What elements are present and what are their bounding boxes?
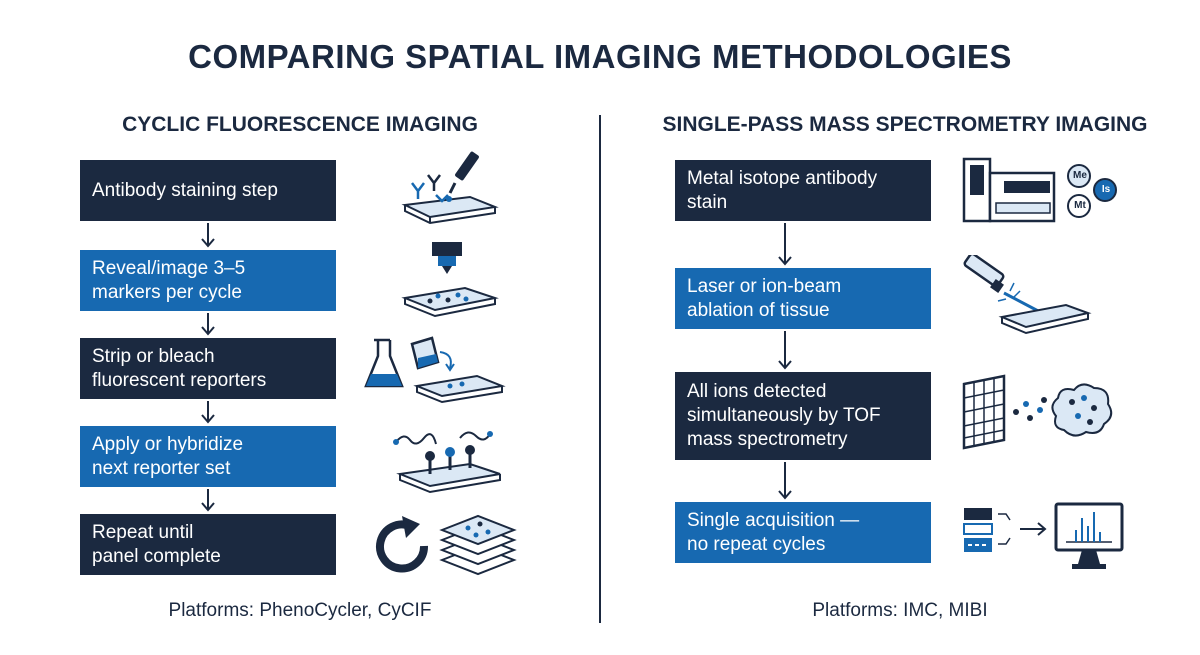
- metal-isotopes-icon: [1067, 164, 1117, 218]
- column-divider: [599, 115, 601, 623]
- isotope-label-me: Me: [1073, 170, 1087, 181]
- left-arrow-2: [201, 313, 215, 336]
- antibody-dropper-icon: [401, 151, 499, 225]
- isotope-label-mt: Mt: [1074, 200, 1086, 211]
- tof-detector-icon: [962, 374, 1113, 450]
- repeat-cycle-icon: [376, 516, 429, 573]
- reporter-hybridize-icon: [393, 431, 501, 494]
- left-column-heading: CYCLIC FLUORESCENCE IMAGING: [122, 113, 478, 136]
- laser-ablation-icon: [963, 255, 1092, 335]
- right-column-heading: SINGLE-PASS MASS SPECTROMETRY IMAGING: [662, 113, 1148, 136]
- left-step-3: Strip or bleach fluorescent reporters: [80, 338, 336, 399]
- microscope-slide-icon: [401, 242, 499, 318]
- left-arrow-4: [201, 489, 215, 512]
- left-platforms: Platforms: PhenoCycler, CyCIF: [168, 600, 432, 621]
- left-step-5: Repeat until panel complete: [80, 514, 336, 575]
- right-arrow-2: [778, 331, 792, 370]
- right-step-2: Laser or ion-beam ablation of tissue: [675, 268, 931, 329]
- left-step-2: Reveal/image 3–5 markers per cycle: [80, 250, 336, 311]
- left-arrow-1: [201, 223, 215, 248]
- right-platforms: Platforms: IMC, MIBI: [812, 600, 988, 621]
- left-arrow-3: [201, 401, 215, 424]
- mass-spectrometer-instrument-icon: [962, 157, 1056, 223]
- right-arrow-3: [778, 462, 792, 500]
- right-step-3: All ions detected simultaneously by TOF …: [675, 372, 931, 460]
- page-title: COMPARING SPATIAL IMAGING METHODOLOGIES: [188, 38, 1012, 75]
- single-acquisition-data-icon: [963, 502, 1124, 569]
- flask-beaker-icon: [364, 336, 506, 404]
- isotope-label-is: Is: [1101, 184, 1111, 195]
- right-step-4: Single acquisition — no repeat cycles: [675, 502, 931, 563]
- left-step-1: Antibody staining step: [80, 160, 336, 221]
- stacked-layers-icon: [439, 514, 517, 576]
- right-arrow-1: [778, 223, 792, 266]
- right-step-1: Metal isotope antibody stain: [675, 160, 931, 221]
- left-step-4: Apply or hybridize next reporter set: [80, 426, 336, 487]
